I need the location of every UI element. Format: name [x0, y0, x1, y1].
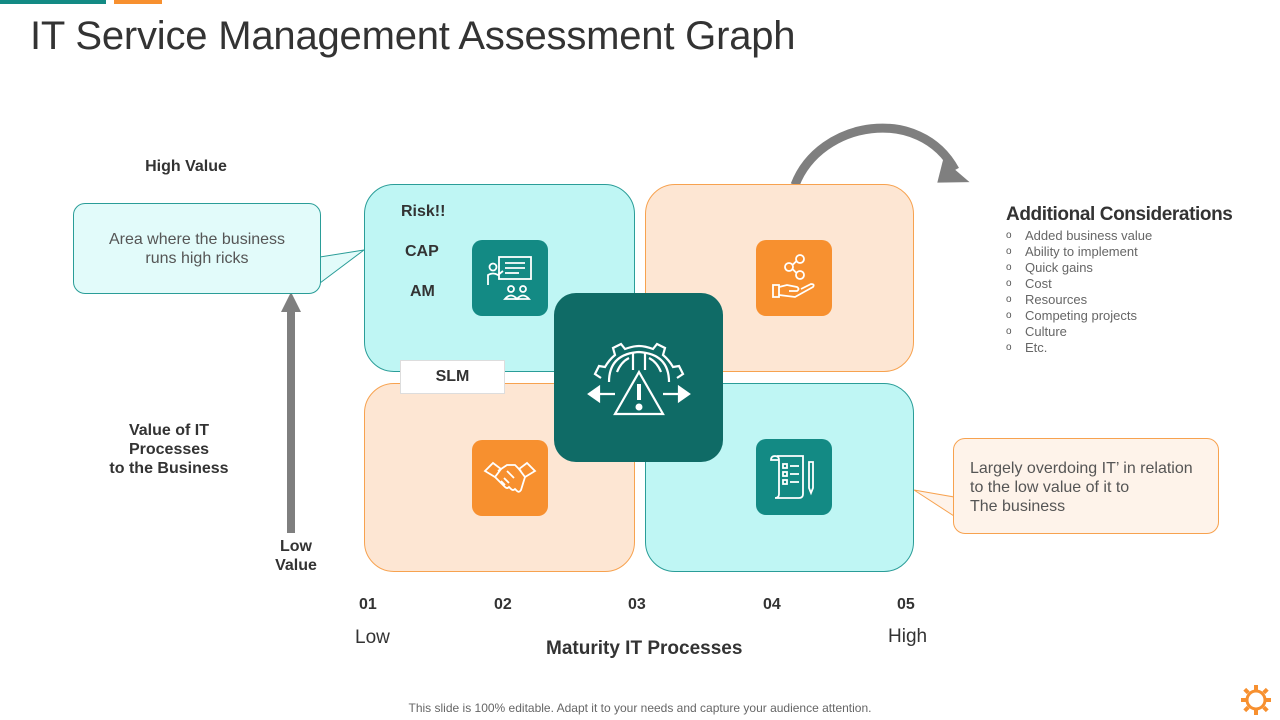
x-tick-01: 01 [359, 596, 377, 613]
checklist-scroll-icon [756, 439, 832, 515]
accent-bar-orange [114, 0, 162, 4]
list-item: o Competing projects [1006, 308, 1266, 324]
x-axis-low-label: Low [355, 627, 390, 648]
y-axis-low-label: Low Value [262, 537, 330, 575]
x-axis-high-label: High [888, 626, 928, 647]
slide-title: IT Service Management Assessment Graph [30, 14, 796, 58]
share-hand-icon [756, 240, 832, 316]
bullet-icon: o [1006, 326, 1012, 337]
bullet-icon: o [1006, 262, 1012, 273]
curved-arrow-head [937, 159, 970, 183]
y-axis-low-line-1: Low [280, 538, 312, 555]
label-cap: CAP [405, 243, 439, 260]
y-axis-low-line-2: Value [275, 557, 317, 574]
y-axis-title-line-2: Processes [128, 441, 210, 458]
item-text: Resources [1025, 292, 1088, 307]
right-callout: Largely overdoing IT’ in relation to the… [953, 438, 1219, 534]
y-axis-title: Value of IT Processes to the Business [98, 421, 240, 478]
list-item: o Ability to implement [1006, 244, 1266, 260]
y-axis-title-line-3: to the Business [109, 460, 229, 477]
additional-considerations: Additional Considerations o Added busines… [1006, 204, 1266, 356]
item-text: Cost [1025, 276, 1052, 291]
label-risk: Risk!! [401, 203, 446, 220]
footer-note: This slide is 100% editable. Adapt it to… [408, 701, 872, 715]
list-item: o Culture [1006, 324, 1266, 340]
x-tick-05: 05 [897, 596, 915, 613]
item-text: Ability to implement [1025, 244, 1138, 259]
right-callout-line-1: Largely overdoing IT’ in relation [970, 460, 1193, 477]
bullet-icon: o [1006, 342, 1012, 353]
list-item: o Cost [1006, 276, 1266, 292]
item-text: Competing projects [1025, 308, 1137, 323]
x-tick-02: 02 [494, 596, 512, 613]
bullet-icon: o [1006, 278, 1012, 289]
bullet-icon: o [1006, 294, 1012, 305]
bullet-icon: o [1006, 310, 1012, 321]
item-text: Etc. [1025, 340, 1048, 355]
handshake-icon [472, 440, 548, 516]
x-tick-03: 03 [628, 596, 646, 613]
x-axis-title: Maturity IT Processes [546, 638, 743, 659]
left-callout-line-2: runs high ricks [145, 249, 249, 267]
vertical-arrow-head [281, 292, 301, 312]
item-text: Added business value [1025, 228, 1153, 243]
slm-label: SLM [400, 360, 505, 394]
right-callout-line-2: to the low value of it to [970, 479, 1130, 496]
left-callout: Area where the business runs high ricks [73, 203, 321, 294]
presentation-icon [472, 240, 548, 316]
x-tick-04: 04 [763, 596, 781, 613]
vertical-arrow-shaft [287, 310, 295, 533]
item-text: Quick gains [1025, 260, 1093, 275]
list-item: o Etc. [1006, 340, 1266, 356]
considerations-title: Additional Considerations [1006, 204, 1233, 225]
gear-logo-icon [1241, 685, 1271, 715]
y-axis-high-label: High Value [145, 158, 227, 175]
right-callout-line-3: The business [970, 498, 1066, 515]
bullet-icon: o [1006, 246, 1012, 257]
hardhat-gear-warning-icon [554, 293, 723, 462]
bullet-icon: o [1006, 230, 1012, 241]
list-item: o Quick gains [1006, 260, 1266, 276]
y-axis-title-line-1: Value of IT [128, 422, 209, 439]
item-text: Culture [1025, 324, 1067, 339]
label-am: AM [410, 283, 435, 300]
accent-bar-teal [0, 0, 106, 4]
list-item: o Resources [1006, 292, 1266, 308]
left-callout-line-1: Area where the business [108, 230, 286, 248]
curved-arrow [790, 123, 959, 187]
list-item: o Added business value [1006, 228, 1266, 244]
